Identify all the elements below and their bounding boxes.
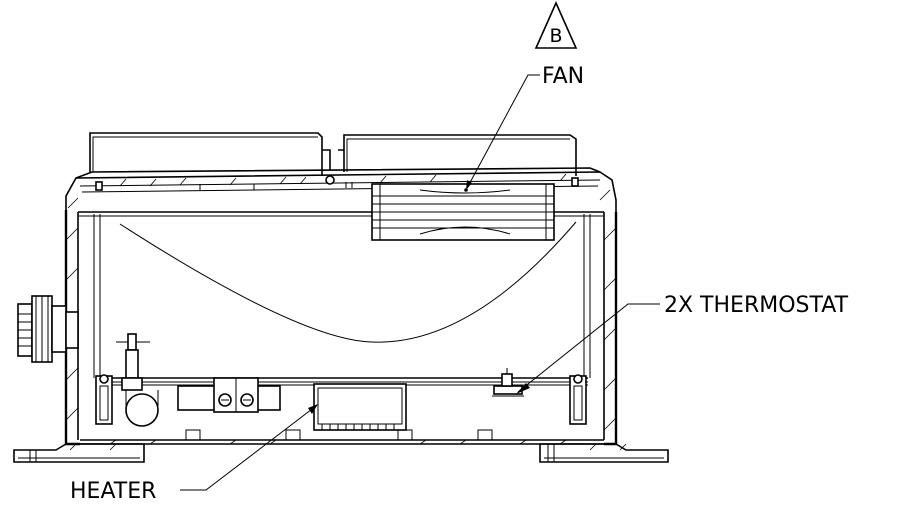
callout-fan-label: FAN: [542, 64, 584, 89]
cable-gland: [17, 295, 79, 363]
fan-unit: [371, 183, 555, 241]
callout-thermostat: 2X THERMOSTAT: [516, 293, 849, 394]
callout-fan: FAN: [465, 64, 584, 191]
revision-marker: B: [534, 1, 578, 49]
callout-thermostat-label: 2X THERMOSTAT: [664, 293, 849, 318]
gland-ribs: [18, 296, 49, 362]
terminal-block: [177, 377, 281, 413]
callout-heater: HEATER: [70, 404, 318, 504]
revision-triangle: [534, 1, 578, 49]
enclosure-lid: [65, 132, 617, 212]
mounting-feet: [13, 443, 669, 463]
heater-fins: [321, 424, 395, 430]
airflow-arc: [119, 221, 577, 343]
revision-letter: B: [549, 25, 562, 47]
callout-heater-label: HEATER: [70, 479, 156, 504]
valve-assembly: [116, 333, 159, 427]
heater: [313, 383, 407, 431]
lid-hatching: [67, 173, 611, 209]
rail-supports: [95, 374, 587, 425]
